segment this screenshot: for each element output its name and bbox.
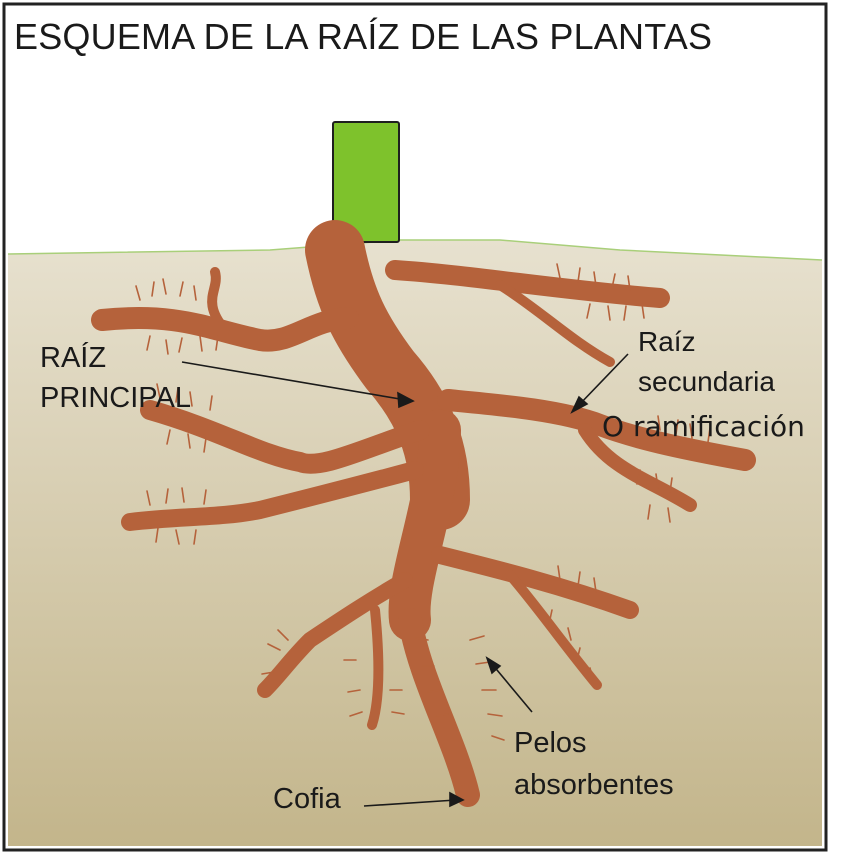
root-system (91, 220, 756, 807)
label-raiz-principal-line-2: PRINCIPAL (40, 382, 191, 414)
label-pelos-line-2: absorbentes (514, 769, 674, 801)
label-raiz-principal: RAÍZ PRINCIPAL (40, 338, 191, 418)
arrow-raiz-secundaria-head (570, 395, 589, 414)
root-branch-upper-left (91, 307, 359, 352)
ground-surface-line (7, 239, 823, 261)
root-branch-bottom-left (257, 572, 413, 698)
root-branch-upper-right (385, 260, 670, 308)
image-border (2, 2, 828, 852)
root-branch-lower-right (431, 546, 639, 619)
root-branch-lower-left (121, 461, 424, 531)
hairs-main-root (415, 635, 505, 741)
root-branch-upper-right-sub (495, 280, 615, 367)
main-root-middle (388, 409, 461, 641)
diagram-title: ESQUEMA DE LA RAÍZ DE LAS PLANTAS (14, 16, 713, 57)
arrow-pelos-line (491, 663, 533, 713)
root-branch-secondary-right (437, 389, 756, 471)
root-branch-secondary-right-fork (578, 423, 697, 512)
arrow-cofia-head (449, 791, 465, 808)
arrow-pelos-head (485, 656, 502, 675)
root-hairs (135, 263, 711, 741)
root-branch-bottom-left-sub (367, 605, 384, 730)
hairs-upper-right (556, 263, 645, 321)
label-raiz-secundaria-line-2: secundaria (638, 366, 775, 397)
label-raiz-secundaria-line-1: Raíz (638, 326, 696, 357)
label-cofia: Cofia (273, 783, 341, 815)
hairs-lower-right (548, 565, 597, 681)
label-arrows (181, 353, 629, 808)
hairs-lower-left (146, 487, 207, 545)
label-ramificacion: O ramificación (602, 410, 805, 443)
stem (332, 121, 400, 243)
hairs-upper-left (135, 278, 219, 355)
main-root-lower (398, 608, 480, 807)
arrow-raiz-secundaria-line (577, 353, 629, 407)
root-branch-lower-right-sub (505, 570, 602, 690)
hairs-middle-left (156, 383, 213, 453)
hairs-secondary-right (636, 415, 711, 523)
root-branch-middle-left (140, 400, 430, 474)
label-pelos-absorbentes: Pelos absorbentes (514, 722, 674, 806)
label-raiz-secundaria: Raíz secundaria (638, 322, 775, 402)
arrow-raiz-principal-line (181, 361, 407, 401)
arrow-raiz-principal-head (397, 391, 415, 409)
label-pelos-line-1: Pelos (514, 727, 587, 759)
arrow-cofia-line (363, 799, 457, 807)
label-raiz-principal-line-1: RAÍZ (40, 342, 107, 374)
root-cap (458, 785, 473, 805)
hairs-bottom-left (261, 629, 405, 717)
root-branch-upper-left-sub (207, 267, 230, 335)
